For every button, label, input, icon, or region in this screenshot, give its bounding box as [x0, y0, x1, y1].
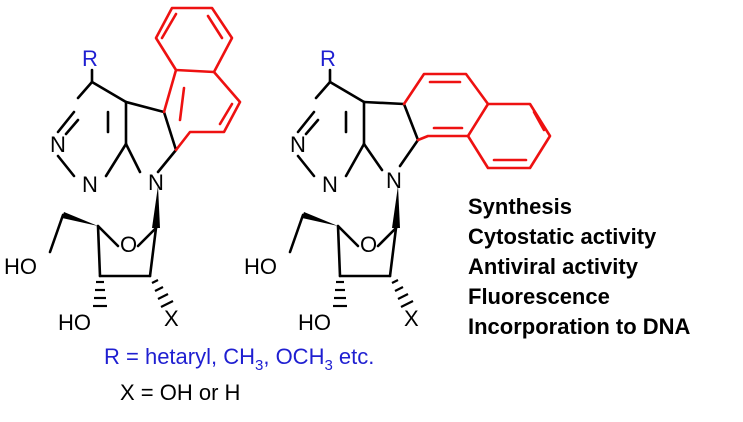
pyrrole-ring-right [362, 100, 420, 172]
ribose-ring-left [96, 224, 158, 278]
hash-x-right [391, 279, 414, 308]
n-label-left-2: N [82, 172, 98, 197]
properties-list: Synthesis Cytostatic activity Antiviral … [468, 194, 691, 339]
hash-x-left [151, 279, 174, 308]
fused-aromatic-left [154, 6, 242, 152]
property-item: Antiviral activity [468, 254, 639, 279]
pyrimidine-ring-right [296, 80, 366, 178]
wedge-bond-right [392, 186, 400, 228]
ch2oh-bond-right [288, 213, 305, 254]
hash-oh-left [93, 280, 107, 308]
fused-aromatic-right [402, 72, 552, 170]
n-label-right-1: N [290, 132, 306, 157]
ho-label-right-2: HO [298, 310, 331, 335]
hash-oh-right [333, 280, 347, 308]
n-label-left-3: N [148, 170, 164, 195]
ribose-ring-right [336, 224, 398, 278]
property-item: Incorporation to DNA [468, 314, 691, 339]
ho-label-left-1: HO [4, 254, 37, 279]
x-label-right: X [404, 306, 419, 331]
property-item: Cytostatic activity [468, 224, 657, 249]
x-label-left: X [164, 306, 179, 331]
molecule-right: R N N N O HO HO X [244, 46, 552, 335]
r-definition: R = hetaryl, CH3, OCH3 etc. [104, 344, 374, 374]
molecule-left: R N N N O HO HO X [4, 6, 242, 335]
ho-label-right-1: HO [244, 254, 277, 279]
wedge-ch2-right [302, 212, 338, 226]
o-label-left: O [120, 232, 137, 257]
r-label-left: R [82, 46, 98, 71]
n-label-right-2: N [322, 172, 338, 197]
n-label-right-3: N [386, 168, 402, 193]
ho-label-left-2: HO [58, 310, 91, 335]
wedge-bond-left [152, 186, 160, 228]
property-item: Fluorescence [468, 284, 610, 309]
x-definition: X = OH or H [120, 380, 240, 405]
wedge-ch2-left [62, 212, 98, 226]
ch2oh-bond-left [48, 213, 65, 254]
o-label-right: O [360, 232, 377, 257]
r-label-right: R [320, 46, 336, 71]
pyrrole-ring-left [124, 100, 178, 174]
pyrimidine-ring-left [56, 80, 128, 178]
property-item: Synthesis [468, 194, 572, 219]
n-label-left-1: N [50, 132, 66, 157]
